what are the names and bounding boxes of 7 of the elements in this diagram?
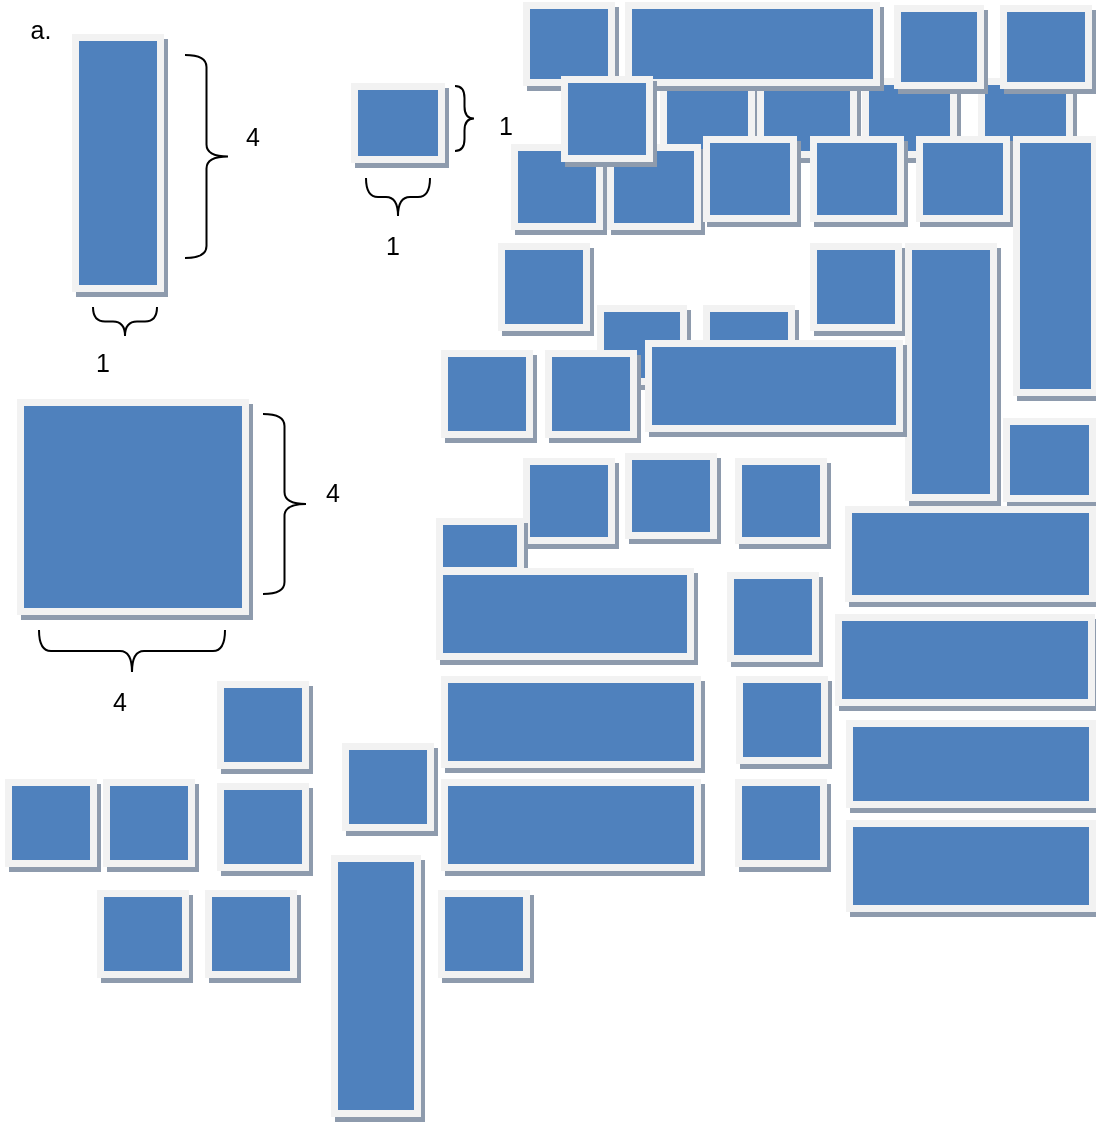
dimension-label: 1 [386,233,400,259]
dimension-label: 1 [499,113,513,139]
panel-label: a. [30,17,52,43]
dimension-label: 4 [326,480,340,506]
dimension-label: 1 [96,350,110,376]
dimension-label: 4 [113,689,127,715]
dimension-label: 4 [246,124,260,150]
